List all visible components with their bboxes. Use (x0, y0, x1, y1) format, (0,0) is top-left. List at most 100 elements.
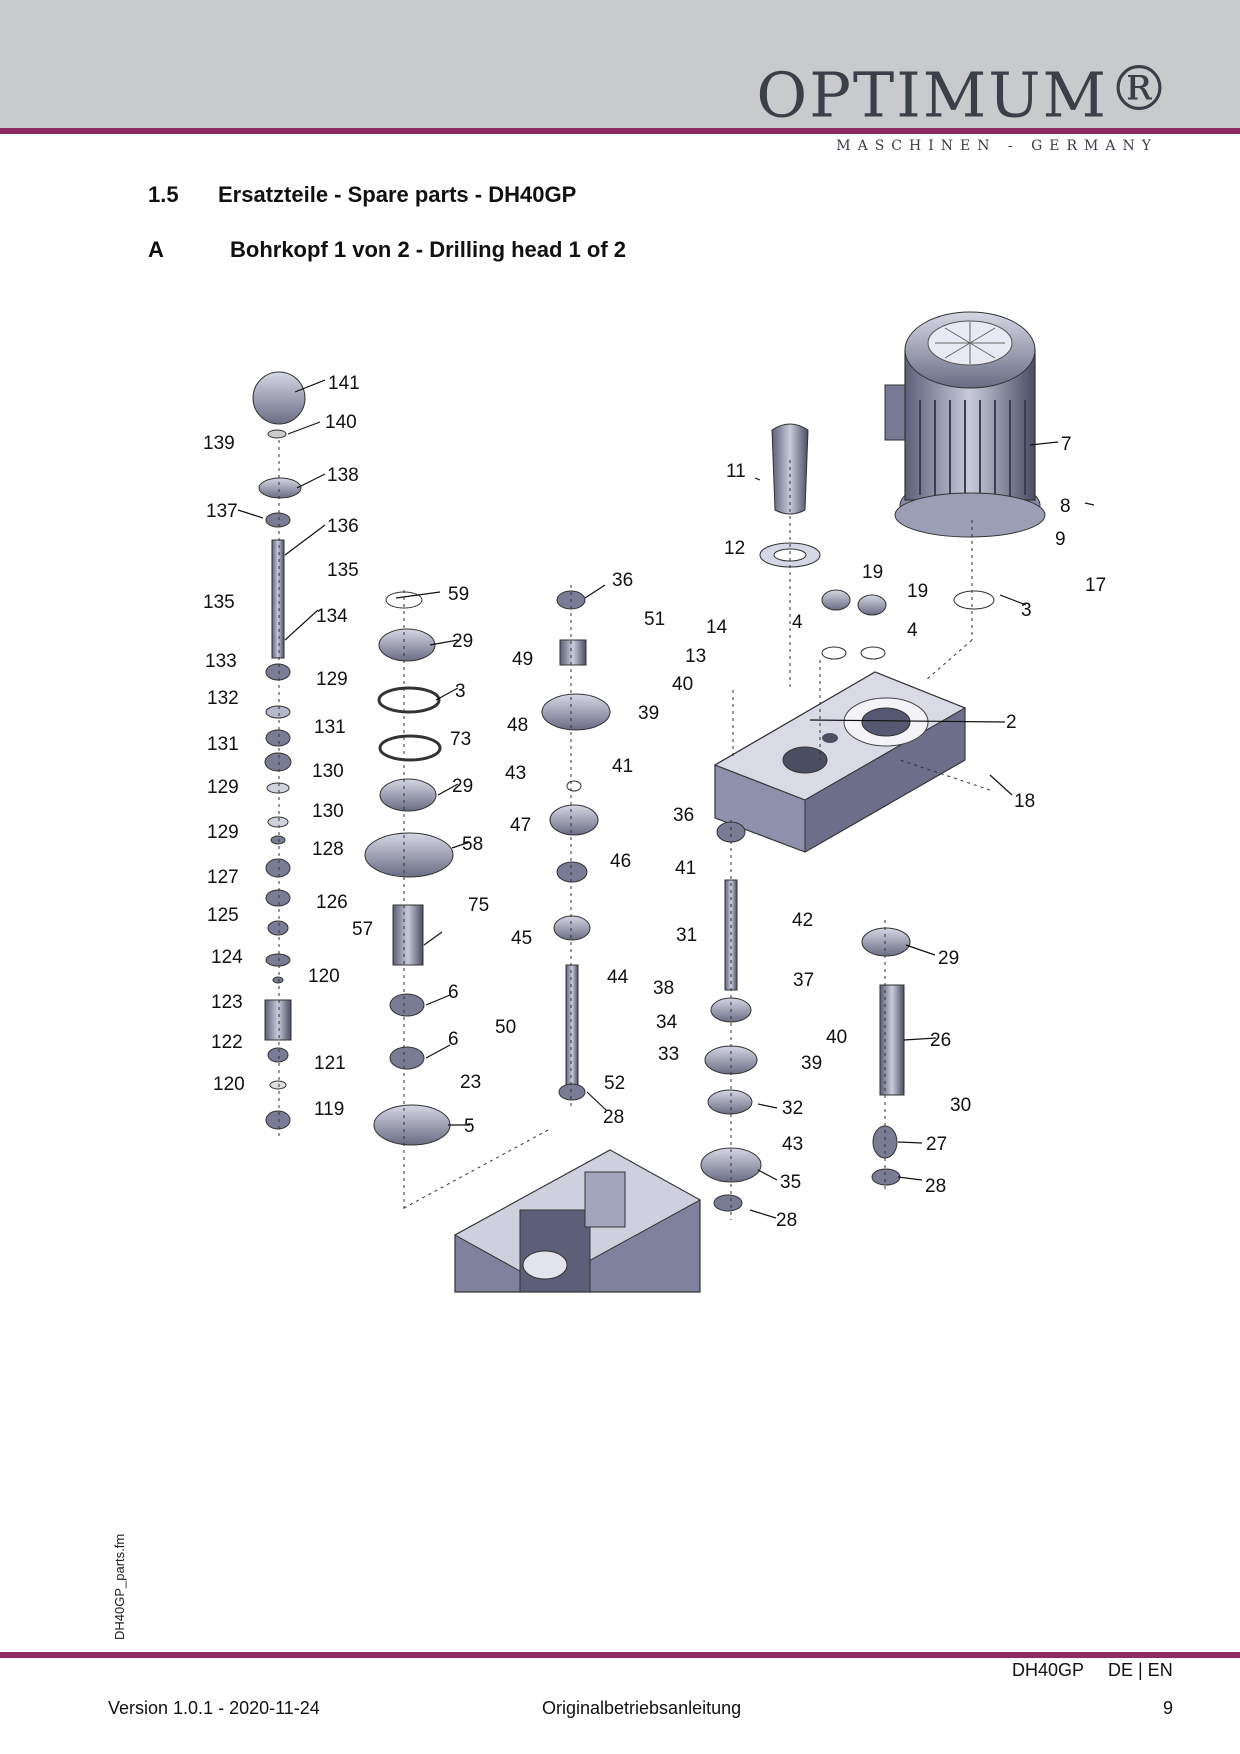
part-label: 57 (352, 919, 373, 940)
part-label: 9 (1055, 529, 1066, 550)
part-label: 130 (312, 761, 344, 782)
part-label: 51 (644, 609, 665, 630)
second-stack (364, 591, 454, 1146)
part-label: 129 (207, 777, 239, 798)
part-label: 23 (460, 1072, 481, 1093)
part-label: 130 (312, 801, 344, 822)
part-label: 34 (656, 1012, 678, 1033)
logo-registered-mark: ® (1108, 52, 1172, 125)
footer-languages: DE | EN (1108, 1660, 1173, 1680)
section-title: Ersatzteile - Spare parts - DH40GP (218, 182, 577, 207)
part-label: 4 (907, 620, 918, 641)
part-label: 120 (213, 1074, 245, 1095)
part-label: 49 (512, 649, 533, 670)
part-label: 135 (203, 592, 235, 613)
part-label: 125 (207, 905, 239, 926)
section-number: 1.5 (148, 182, 179, 207)
part-label: 38 (653, 978, 674, 999)
part-label: 73 (450, 729, 471, 750)
part-label: 141 (328, 373, 360, 394)
footer-model: DH40GP (1012, 1660, 1085, 1680)
part-label: 134 (316, 606, 348, 627)
header-rule (0, 128, 1240, 134)
part-label: 29 (452, 631, 473, 652)
part-label: 27 (926, 1134, 947, 1155)
part-label: 138 (327, 465, 359, 486)
header-band (0, 0, 1240, 128)
label-leaders (237, 379, 1095, 1219)
part-label: 44 (607, 967, 629, 988)
part-label: 33 (658, 1044, 679, 1065)
part-label: 140 (325, 412, 357, 433)
part-label: 3 (455, 681, 466, 702)
part-label: 28 (603, 1107, 624, 1128)
part-label: 120 (308, 966, 340, 987)
part-label: 45 (511, 928, 532, 949)
subsection-letter: A (148, 237, 164, 262)
logo-subtitle: MASCHINEN - GERMANY (836, 138, 1158, 154)
part-label: 133 (205, 651, 237, 672)
gearbox-cover-part (713, 671, 967, 853)
part-label: 47 (510, 815, 531, 836)
third-stack (541, 590, 611, 1101)
part-label: 29 (938, 948, 959, 969)
part-number-labels: 141 140 139 138 137 136 135 135 134 133 … (203, 373, 1106, 1231)
part-label: 128 (312, 839, 344, 860)
part-label: 39 (801, 1053, 822, 1074)
part-label: 26 (930, 1030, 951, 1051)
part-label: 19 (907, 581, 928, 602)
part-label: 40 (826, 1027, 847, 1048)
part-label: 7 (1061, 434, 1072, 455)
assembly-guide-lines (278, 440, 991, 1220)
part-label: 119 (314, 1099, 344, 1120)
part-label: 50 (495, 1017, 516, 1038)
part-label: 135 (327, 560, 359, 581)
subsection-title: Bohrkopf 1 von 2 - Drilling head 1 of 2 (230, 237, 627, 262)
part-label: 42 (792, 910, 813, 931)
part-label: 52 (604, 1073, 625, 1094)
footer-document-type: Originalbetriebsanleitung (542, 1698, 742, 1718)
footer-rule (0, 1652, 1240, 1658)
part-label: 8 (1060, 496, 1071, 517)
optimum-logo: OPTIMUM® (756, 58, 1172, 126)
part-label: 32 (782, 1098, 803, 1119)
part-label: 137 (206, 501, 238, 522)
part-label: 122 (211, 1032, 243, 1053)
part-label: 17 (1085, 575, 1106, 596)
page-number: 9 (1163, 1698, 1174, 1718)
part-label: 29 (452, 776, 473, 797)
part-label: 131 (314, 717, 346, 738)
part-label: 40 (672, 674, 693, 695)
part-label: 59 (448, 584, 469, 605)
part-label: 41 (675, 858, 696, 879)
part-label: 131 (207, 734, 239, 755)
part-label: 13 (685, 646, 706, 667)
part-label: 28 (776, 1210, 797, 1231)
part-label: 11 (726, 461, 746, 482)
part-label: 28 (925, 1176, 946, 1197)
part-label: 19 (862, 562, 883, 583)
part-label: 36 (673, 805, 694, 826)
part-label: 37 (793, 970, 814, 991)
part-label: 121 (314, 1053, 346, 1074)
footer-version: Version 1.0.1 - 2020-11-24 (108, 1698, 320, 1718)
part-label: 35 (780, 1172, 801, 1193)
part-label: 48 (507, 715, 528, 736)
part-label: 39 (638, 703, 659, 724)
part-label: 5 (464, 1116, 475, 1137)
part-label: 31 (676, 925, 697, 946)
part-label: 46 (610, 851, 631, 872)
part-label: 136 (327, 516, 359, 537)
part-label: 30 (950, 1095, 971, 1116)
part-label: 43 (505, 763, 526, 784)
lower-housing-part (453, 1149, 702, 1293)
logo-wordmark: OPTIMUM (756, 58, 1108, 132)
part-label: 12 (724, 538, 745, 559)
part-label: 139 (203, 433, 235, 454)
part-label: 3 (1021, 600, 1032, 621)
part-label: 2 (1006, 712, 1017, 733)
part-label: 6 (448, 1029, 459, 1050)
part-label: 18 (1014, 791, 1035, 812)
part-label: 127 (207, 867, 239, 888)
